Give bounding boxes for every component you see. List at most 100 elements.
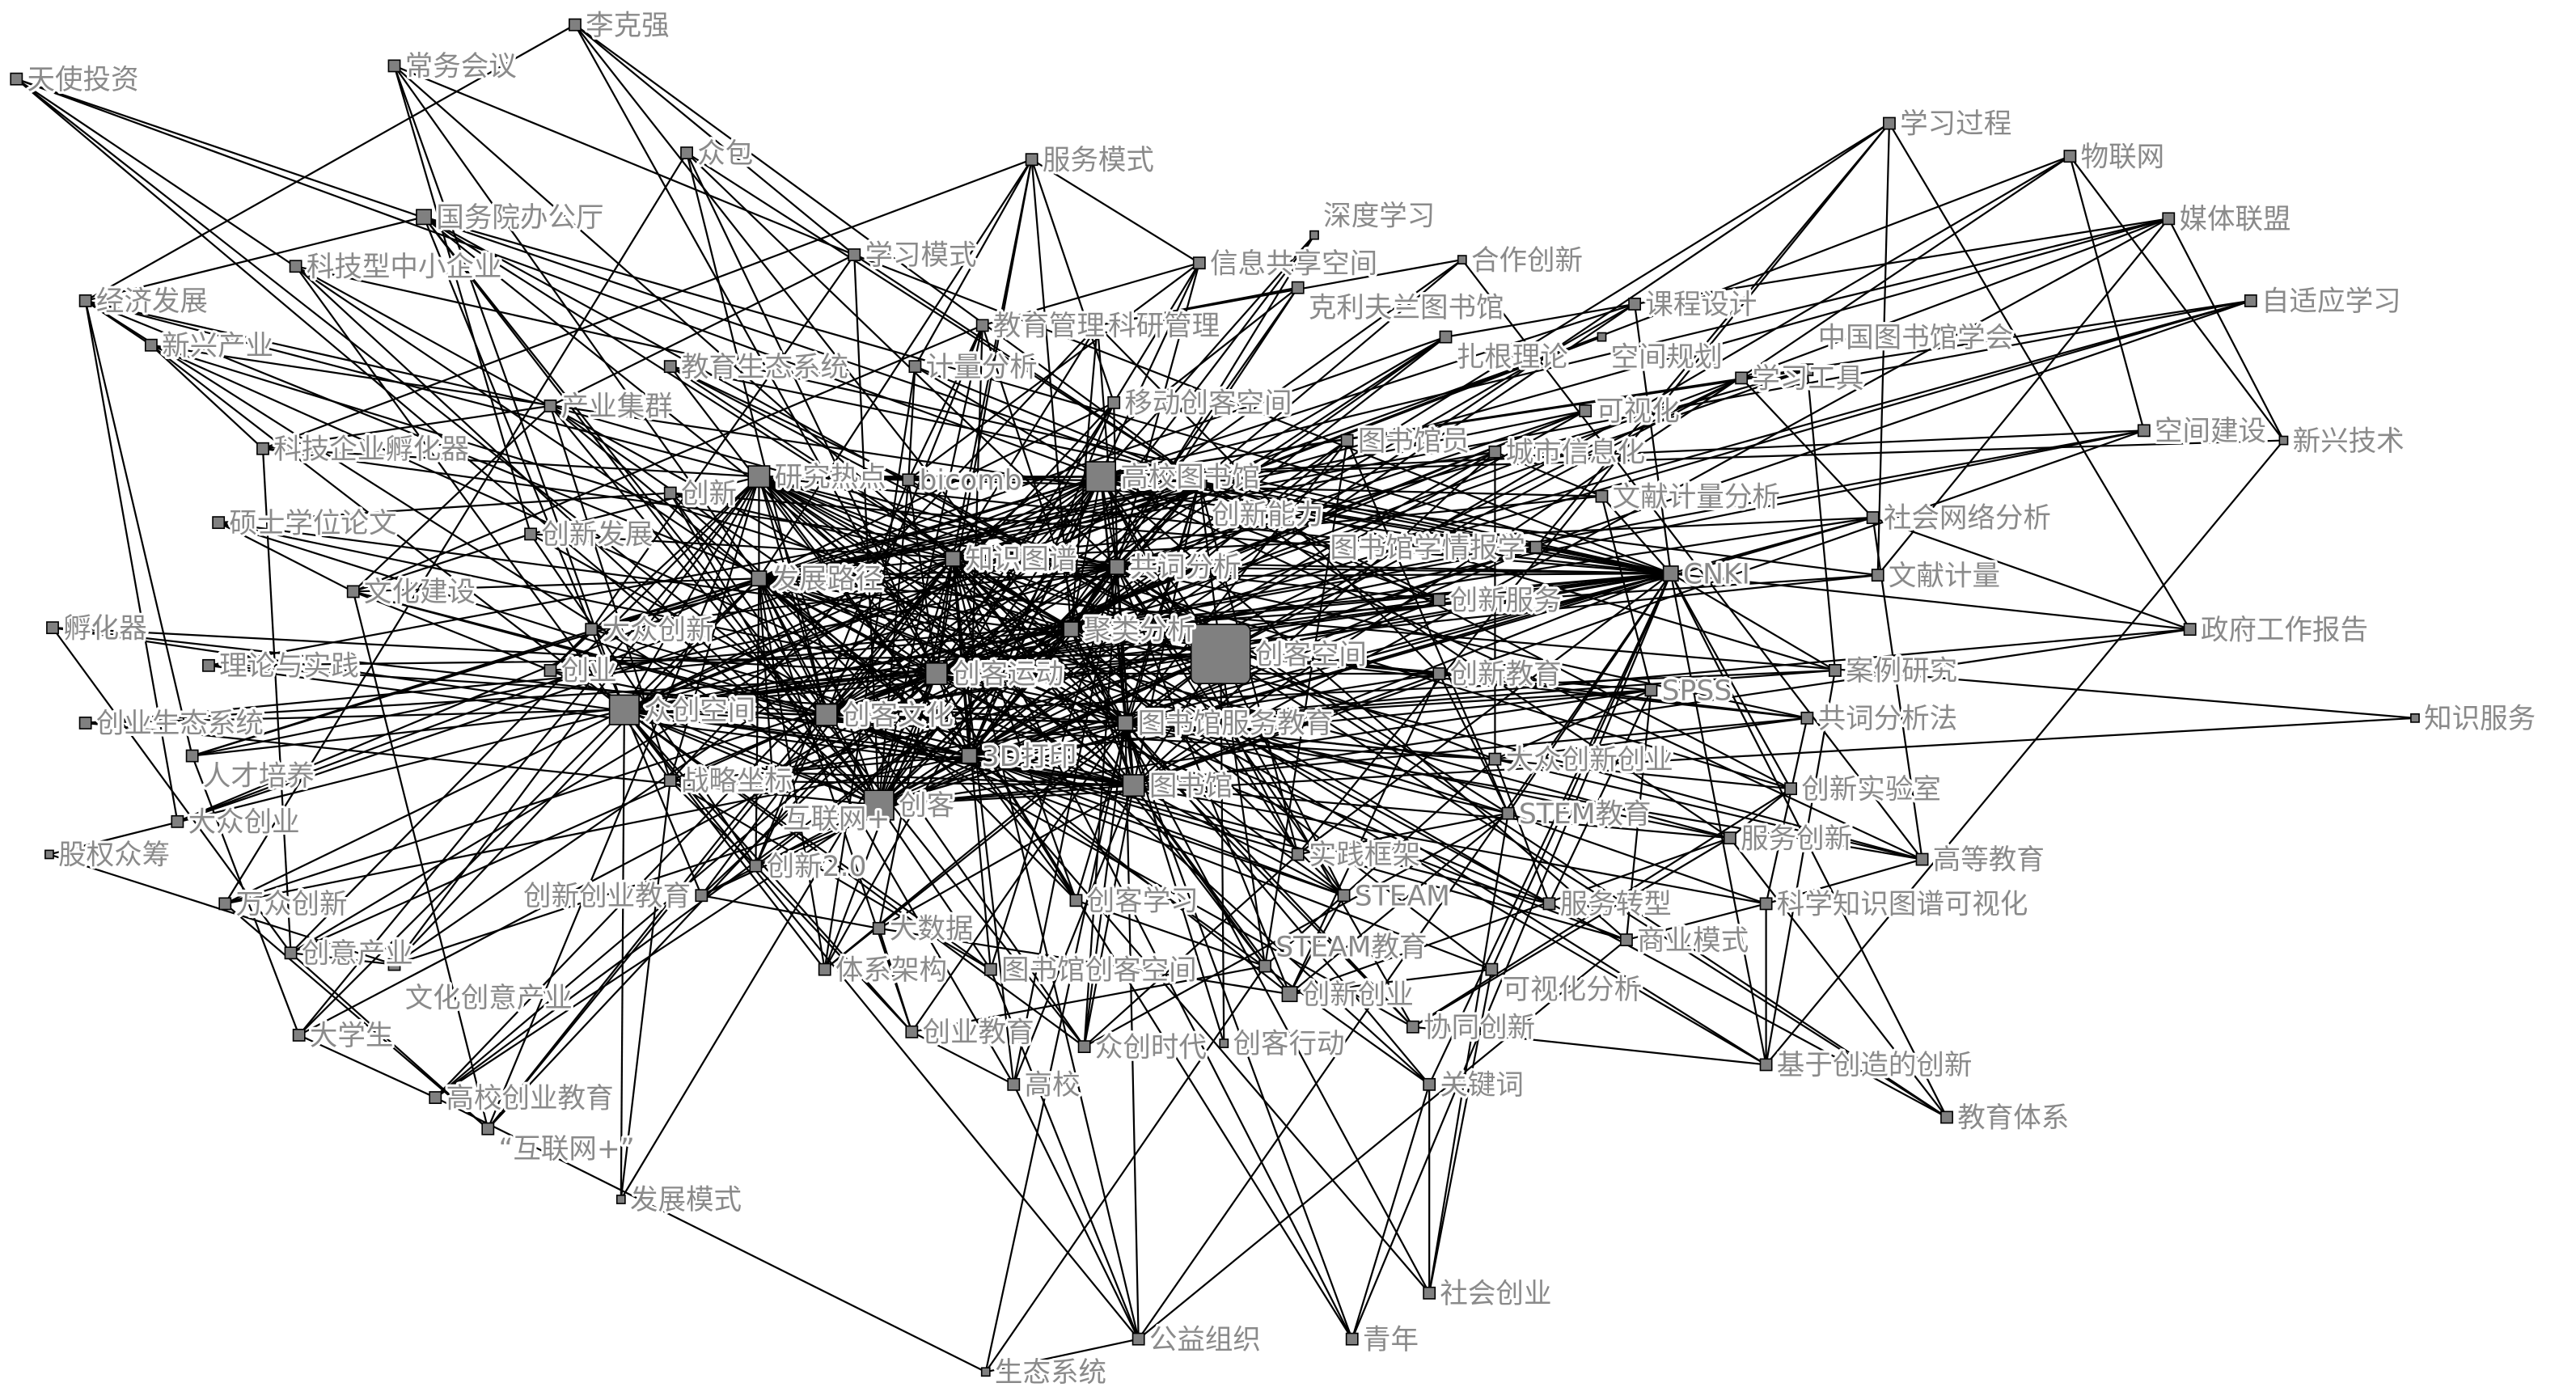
node-87-square[interactable] — [1542, 897, 1556, 911]
node-50-square[interactable] — [346, 585, 360, 598]
node-78-square[interactable] — [1501, 806, 1515, 820]
node-37-square[interactable] — [1085, 461, 1117, 493]
node-96-square[interactable] — [1258, 959, 1271, 973]
node-48-square[interactable] — [1871, 569, 1884, 582]
node-11-square[interactable] — [1291, 281, 1305, 294]
node-33-square[interactable] — [1340, 434, 1354, 447]
node-4-square[interactable] — [1025, 153, 1038, 167]
node-17-square[interactable] — [1439, 330, 1453, 344]
node-9-square[interactable] — [1457, 255, 1467, 265]
node-110-square[interactable] — [615, 1195, 626, 1204]
node-99-square[interactable] — [292, 1028, 306, 1042]
node-25-square[interactable] — [663, 360, 677, 374]
node-44-square[interactable] — [945, 550, 962, 567]
node-6-square[interactable] — [848, 248, 861, 261]
node-66-square[interactable] — [1117, 714, 1134, 731]
node-102-square[interactable] — [1077, 1040, 1091, 1054]
node-43-square[interactable] — [1866, 511, 1880, 524]
node-49-square[interactable] — [751, 570, 768, 587]
node-109-square[interactable] — [481, 1122, 495, 1136]
node-52-square[interactable] — [1190, 624, 1251, 684]
node-38-square[interactable] — [1191, 473, 1208, 490]
node-0-square[interactable] — [10, 72, 23, 86]
node-12-square[interactable] — [78, 294, 92, 307]
node-3-square[interactable] — [680, 146, 693, 160]
node-79-square[interactable] — [1723, 831, 1736, 845]
node-24-square[interactable] — [2244, 294, 2257, 307]
node-31-square[interactable] — [2278, 435, 2289, 446]
node-57-square[interactable] — [202, 658, 215, 672]
node-113-square[interactable] — [1345, 1332, 1359, 1346]
node-111-square[interactable] — [1423, 1286, 1436, 1300]
node-95-square[interactable] — [983, 962, 997, 976]
node-21-square[interactable] — [1883, 116, 1896, 130]
node-103-square[interactable] — [1219, 1038, 1229, 1048]
node-39-square[interactable] — [663, 486, 677, 500]
node-32-square[interactable] — [256, 442, 269, 455]
node-58-square[interactable] — [544, 664, 557, 677]
node-46-square[interactable] — [1529, 540, 1543, 554]
node-88-square[interactable] — [1759, 897, 1773, 911]
node-114-square[interactable] — [980, 1367, 991, 1377]
node-82-square[interactable] — [1291, 848, 1305, 861]
node-108-square[interactable] — [1940, 1110, 1953, 1124]
node-15-square[interactable] — [975, 319, 989, 332]
node-62-square[interactable] — [1644, 683, 1658, 697]
node-23-square[interactable] — [2162, 212, 2176, 226]
node-92-square[interactable] — [284, 946, 298, 960]
node-41-square[interactable] — [212, 516, 226, 530]
node-59-square[interactable] — [608, 694, 640, 725]
node-112-square[interactable] — [1131, 1332, 1145, 1346]
node-72-square[interactable] — [663, 774, 677, 787]
node-74-square[interactable] — [863, 789, 895, 821]
node-40-square[interactable] — [1595, 489, 1609, 503]
node-81-square[interactable] — [1915, 852, 1929, 866]
node-84-square[interactable] — [695, 889, 709, 903]
node-27-square[interactable] — [544, 399, 557, 412]
node-71-square[interactable] — [1488, 752, 1502, 766]
node-97-square[interactable] — [1485, 962, 1499, 976]
node-2-square[interactable] — [569, 18, 582, 32]
node-22-square[interactable] — [2063, 150, 2077, 163]
node-42-square[interactable] — [524, 527, 538, 541]
node-106-square[interactable] — [1423, 1077, 1436, 1091]
node-13-square[interactable] — [144, 338, 158, 352]
node-1-square[interactable] — [387, 59, 401, 73]
node-55-square[interactable] — [46, 621, 59, 635]
node-7-square[interactable] — [1309, 230, 1319, 240]
node-80-square[interactable] — [44, 849, 54, 860]
node-83-square[interactable] — [749, 859, 763, 873]
node-26-square[interactable] — [908, 360, 922, 374]
node-104-square[interactable] — [1759, 1058, 1773, 1072]
node-5-square[interactable] — [416, 209, 433, 226]
node-10-square[interactable] — [289, 260, 302, 273]
node-101-square[interactable] — [1406, 1020, 1419, 1034]
node-51-square[interactable] — [1063, 621, 1080, 638]
node-30-square[interactable] — [2137, 424, 2151, 438]
node-76-square[interactable] — [1784, 782, 1797, 796]
node-54-square[interactable] — [2183, 623, 2197, 637]
node-34-square[interactable] — [1488, 445, 1502, 459]
node-68-square[interactable] — [78, 717, 92, 730]
node-14-square[interactable] — [1628, 298, 1642, 311]
node-63-square[interactable] — [1828, 664, 1842, 677]
node-20-square[interactable] — [1800, 363, 1814, 377]
node-65-square[interactable] — [814, 703, 838, 726]
node-61-square[interactable] — [1432, 667, 1446, 680]
node-28-square[interactable] — [1107, 395, 1121, 409]
node-53-square[interactable] — [1432, 593, 1446, 607]
node-36-square[interactable] — [902, 473, 916, 487]
node-18-square[interactable] — [1597, 332, 1607, 342]
node-67-square[interactable] — [1800, 711, 1814, 725]
node-90-square[interactable] — [872, 921, 886, 935]
node-16-square[interactable] — [1090, 319, 1104, 332]
node-86-square[interactable] — [1069, 894, 1083, 907]
node-35-square[interactable] — [747, 465, 771, 489]
node-105-square[interactable] — [1007, 1077, 1021, 1091]
node-91-square[interactable] — [1620, 933, 1633, 946]
node-77-square[interactable] — [171, 814, 184, 828]
node-85-square[interactable] — [1337, 889, 1351, 903]
node-98-square[interactable] — [1281, 986, 1298, 1003]
node-45-square[interactable] — [1109, 559, 1126, 575]
node-100-square[interactable] — [905, 1025, 919, 1038]
